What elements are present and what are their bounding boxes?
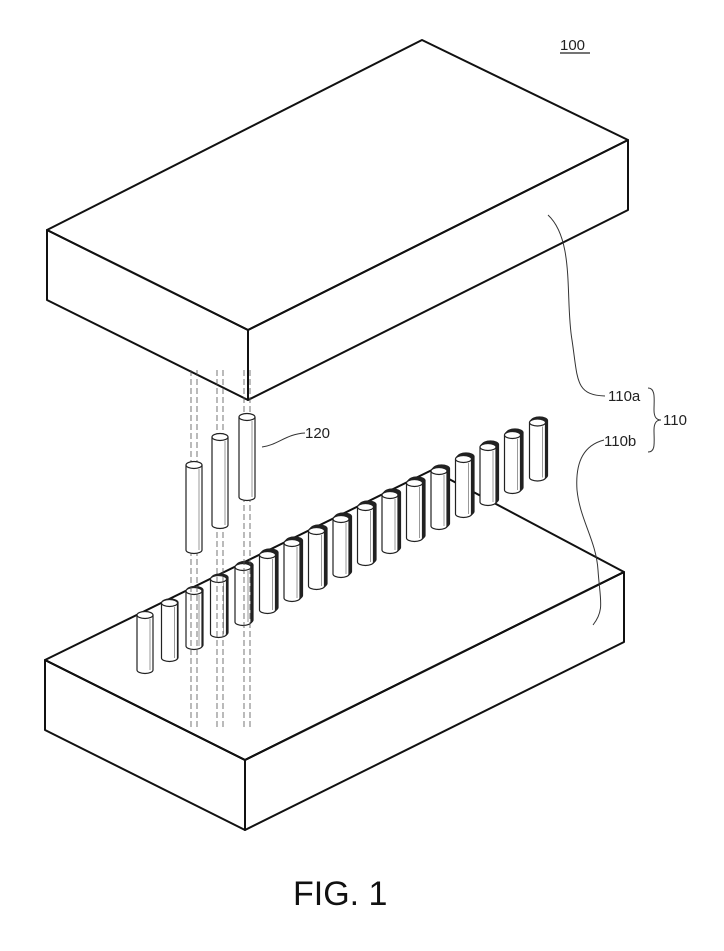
leader-line-110b [577,440,604,625]
pin [137,612,153,674]
leader-line-110a [548,215,605,396]
pin [530,419,546,481]
top-block-front-face [47,230,248,400]
brace-110 [648,388,661,452]
figure-caption: FIG. 1 [293,875,387,913]
pin [333,516,349,578]
bottom-block-front-edge-overlay [45,572,624,760]
pin [505,432,521,494]
top-block-110a [47,40,628,400]
ref-label-100: 100 [560,37,585,54]
pin [211,576,227,638]
pin [431,468,447,530]
bottom-block-side-face [245,572,624,830]
top-block-side-face [248,140,628,400]
ref-label-110a: 110a [608,388,641,405]
ref-label-110b: 110b [604,433,636,450]
leader-line-120 [262,433,305,447]
loose-pin-120 [239,414,255,501]
pin [456,456,472,518]
pin [358,504,374,566]
loose-pin-120 [186,462,202,554]
pin [309,528,325,590]
pin [235,564,251,626]
ref-label-120: 120 [305,425,330,442]
pin [480,444,496,506]
top-block-top-face [47,40,628,330]
pins-120 [186,370,255,730]
pin [382,492,398,554]
pin [284,540,300,602]
ref-label-110: 110 [663,412,687,429]
pin [186,588,202,650]
loose-pin-120 [212,434,228,529]
pin [260,552,276,614]
pin [407,480,423,542]
pin [162,600,178,662]
